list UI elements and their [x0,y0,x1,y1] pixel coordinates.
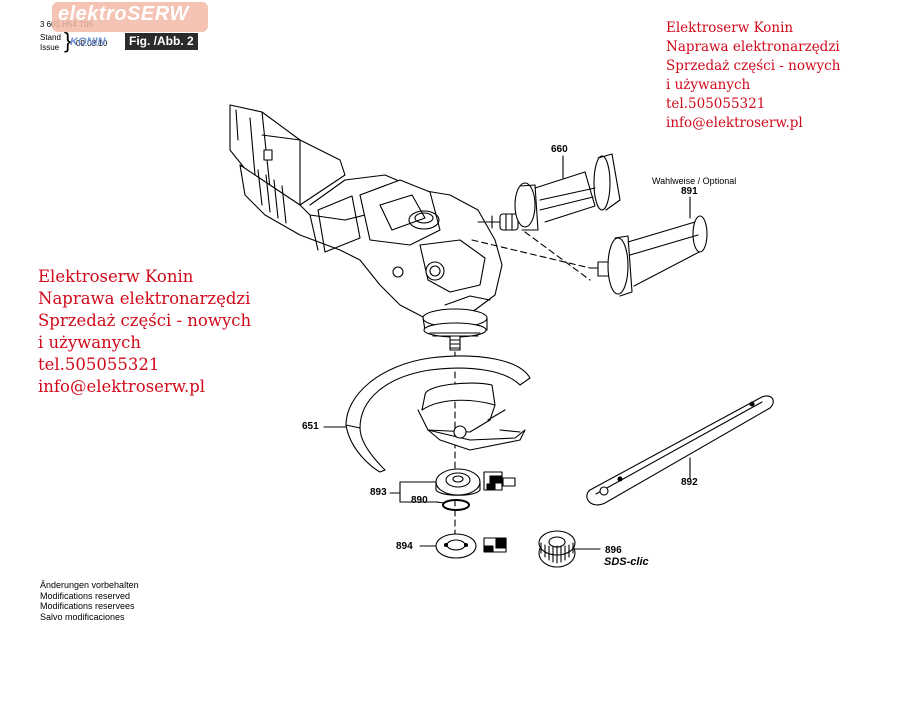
brace-glyph: } [64,28,72,53]
part-number-890: 890 [411,495,428,506]
clamping-nut-894 [435,533,477,559]
o-ring-890 [442,499,470,511]
part-number-651: 651 [302,421,319,432]
leader-890 [435,501,445,504]
brand-logo-background [52,2,208,32]
flange-893 [435,468,481,496]
contact-line: tel.505055321 [38,355,160,374]
wheel-guard-651 [345,355,531,473]
flange-profile-icon-893 [483,471,516,491]
side-handle-660 [485,153,621,231]
issue-date: 09.03.10 [76,39,108,48]
part-number-891: 891 [681,186,698,197]
part-number-894: 894 [396,541,413,552]
contact-line: Elektroserw Konin [666,20,794,36]
modification-notes: Änderungen vorbehalten Modifications res… [40,580,139,622]
part-number-893: 893 [370,487,387,498]
contact-line: info@elektroserw.pl [666,115,803,131]
contact-block-left: Elektroserw Konin Naprawa elektronarzędz… [38,266,251,398]
brand-logo-text: elektroSERW [58,3,189,25]
contact-line: Sprzedaż części - nowych [666,58,841,74]
stand-label: Stand [40,33,61,42]
part-number-892: 892 [681,477,698,488]
contact-line: info@elektroserw.pl [38,377,206,396]
spanner-wrench-892 [586,395,774,506]
contact-line: i używanych [666,77,751,93]
contact-line: Elektroserw Konin [38,267,194,286]
grinder-body [229,104,503,351]
nut-profile-icon-894 [483,537,507,553]
optional-label: Wahlweise / Optional [652,176,737,186]
sds-clic-nut-896 [538,530,576,568]
leader-893-bracket [389,481,439,503]
contact-line: tel.505055321 [666,96,766,112]
issue-label: Issue [40,43,60,52]
contact-line: Naprawa elektronarzędzi [666,39,840,55]
contact-line: i używanych [38,333,141,352]
note-line: Modifications reservees [40,601,135,611]
part-number-896: 896 [605,545,622,556]
assembly-line-handles [471,221,591,281]
brand-logo-sub: KONIN [70,36,106,48]
figure-label: Fig. /Abb. 2 [125,33,198,50]
note-line: Modifications reserved [40,590,131,601]
contact-block-right: Elektroserw Konin Naprawa elektronarzędz… [666,19,840,133]
contact-line: Naprawa elektronarzędzi [38,289,251,308]
part-number-660: 660 [551,144,568,155]
contact-line: Sprzedaż części - nowych [38,311,252,330]
note-line: Änderungen vorbehalten [40,580,139,590]
note-line: Salvo modificaciones [40,611,125,622]
sds-clic-label: SDS-clic [604,556,649,568]
optional-handle-891 [589,215,708,297]
